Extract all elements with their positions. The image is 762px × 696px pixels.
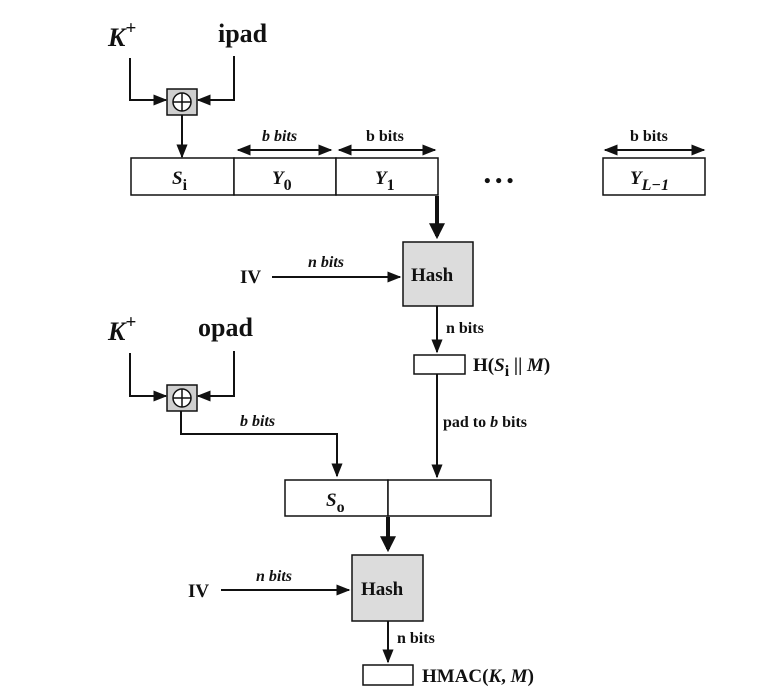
- si-label: Si: [172, 168, 188, 194]
- pad-label: pad to b bits: [443, 414, 527, 431]
- so-label: So: [326, 490, 345, 516]
- si-block: [130, 157, 235, 196]
- hash-2-label: Hash: [361, 579, 404, 600]
- n-bits-out2-label: n bits: [397, 630, 435, 647]
- block-row: Si Y0 Y1 • • • YL−1: [130, 157, 706, 196]
- xor-bottom-to-so-arrow: [180, 411, 343, 478]
- n-bits-iv1-label: n bits: [308, 254, 344, 271]
- hmac-output-box: [362, 664, 414, 686]
- iv-2-label: IV: [188, 581, 209, 602]
- ipad-arrow: [196, 56, 235, 106]
- hash-1-label: Hash: [411, 265, 454, 286]
- y1-label: Y1: [375, 168, 395, 194]
- n-bits-out1-label: n bits: [446, 320, 484, 337]
- y0-label: Y0: [272, 168, 292, 194]
- y1-block: [335, 157, 439, 196]
- b-bits-label-3: b bits: [630, 128, 668, 145]
- opad-label: opad: [198, 313, 253, 342]
- hash-1-box: [402, 241, 474, 307]
- inner-hash-box: [413, 354, 466, 375]
- iv-1-label: IV: [240, 267, 261, 288]
- key-top-label: K+: [107, 18, 136, 52]
- key-top-arrow: [129, 58, 168, 106]
- xor-top-icon: [166, 88, 198, 116]
- key-bottom-label: K+: [107, 312, 136, 346]
- hash-2-box: [351, 554, 424, 622]
- so-block: [284, 479, 389, 517]
- inner-hash-padded-block: [387, 479, 492, 517]
- n-bits-iv2-label: n bits: [256, 568, 292, 585]
- b-bits-label-2: b bits: [366, 128, 404, 145]
- opad-arrow: [196, 351, 235, 402]
- ellipsis: • • •: [484, 171, 513, 192]
- b-bits-opad-label: b bits: [240, 413, 275, 430]
- ipad-label: ipad: [218, 19, 268, 48]
- xor-bottom-icon: [166, 384, 198, 412]
- hmac-label: HMAC(K, M): [422, 666, 534, 687]
- ylast-label: YL−1: [630, 168, 669, 194]
- inner-hash-label: H(Si || M): [473, 355, 550, 380]
- b-bits-label-1: b bits: [262, 128, 297, 145]
- ylast-block: [602, 157, 706, 196]
- key-bottom-arrow: [129, 353, 168, 402]
